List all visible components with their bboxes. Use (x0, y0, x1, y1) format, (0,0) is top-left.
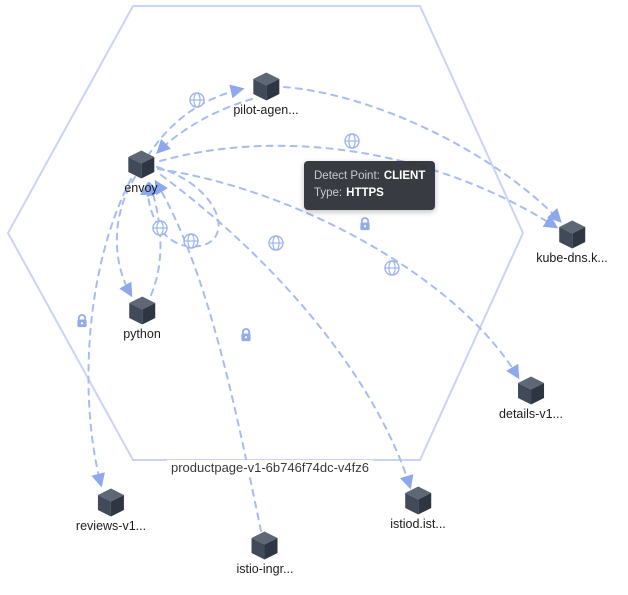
node-label: istiod.ist... (390, 517, 446, 531)
tooltip-value: CLIENT (383, 170, 426, 182)
edge-envoy-istiod[interactable] (160, 174, 414, 490)
workload-cube-icon (252, 72, 279, 101)
node-details-v1[interactable]: details-v1... (499, 375, 563, 421)
node-reviews-v1[interactable]: reviews-v1... (76, 487, 146, 533)
tooltip-label: Detect Point: (314, 170, 380, 182)
workload-cube-icon (558, 220, 585, 249)
node-kube-dns[interactable]: kube-dns.k... (536, 219, 608, 265)
edge-envoy-kube-dns[interactable] (159, 144, 559, 229)
node-label: kube-dns.k... (536, 251, 608, 265)
node-python[interactable]: python (123, 295, 161, 341)
edge-pilot-agent-kube-dns[interactable] (283, 86, 562, 223)
workload-cube-icon (98, 488, 124, 517)
workload-cube-icon (404, 486, 431, 515)
tooltip-value: HTTPS (346, 187, 384, 200)
node-label: istio-ingr... (236, 562, 294, 576)
globe-icon[interactable] (268, 235, 284, 251)
edge-envoy-details-v1[interactable] (157, 168, 520, 380)
globe-icon[interactable] (384, 260, 400, 276)
globe-icon[interactable] (183, 233, 199, 249)
lock-icon[interactable] (76, 314, 88, 329)
workload-cube-icon (129, 296, 155, 325)
edge-istio-ingressgateway-envoy[interactable] (154, 179, 262, 532)
lock-icon[interactable] (240, 328, 252, 343)
node-pilot-agent[interactable]: pilot-agen... (233, 71, 299, 117)
tooltip-row: Detect Point:CLIENT (314, 168, 425, 185)
edge-envoy-self-loop[interactable] (140, 166, 220, 248)
node-label: reviews-v1... (75, 519, 147, 533)
node-label: envoy (124, 181, 158, 195)
edge-envoy-reviews-v1[interactable] (87, 178, 132, 488)
edge-python-envoy[interactable] (146, 181, 162, 296)
node-envoy[interactable]: envoy (124, 149, 158, 195)
pod-name-label: productpage-v1-6b746f74dc-v4fz6 (166, 460, 374, 475)
tooltip-label: Type: (314, 187, 343, 200)
workload-cube-icon (517, 376, 544, 405)
node-label: pilot-agen... (233, 103, 299, 117)
pod-boundary-hexagon (6, 5, 525, 461)
globe-icon[interactable] (152, 220, 168, 236)
edge-pilot-agent-envoy[interactable] (156, 98, 253, 154)
edge-envoy-python[interactable] (115, 176, 136, 298)
lock-icon[interactable] (359, 217, 371, 232)
node-istio-ingressgateway[interactable]: istio-ingr... (236, 530, 294, 576)
node-istiod[interactable]: istiod.ist... (390, 485, 446, 531)
edge-tooltip: Detect Point:CLIENT Type:HTTPS (304, 161, 436, 210)
workload-cube-icon (127, 150, 154, 179)
globe-icon[interactable] (189, 92, 205, 108)
tooltip-row: Type:HTTPS (314, 185, 425, 202)
globe-icon[interactable] (344, 133, 360, 149)
node-label: details-v1... (499, 407, 563, 421)
node-label: python (123, 327, 161, 341)
workload-cube-icon (252, 531, 278, 560)
